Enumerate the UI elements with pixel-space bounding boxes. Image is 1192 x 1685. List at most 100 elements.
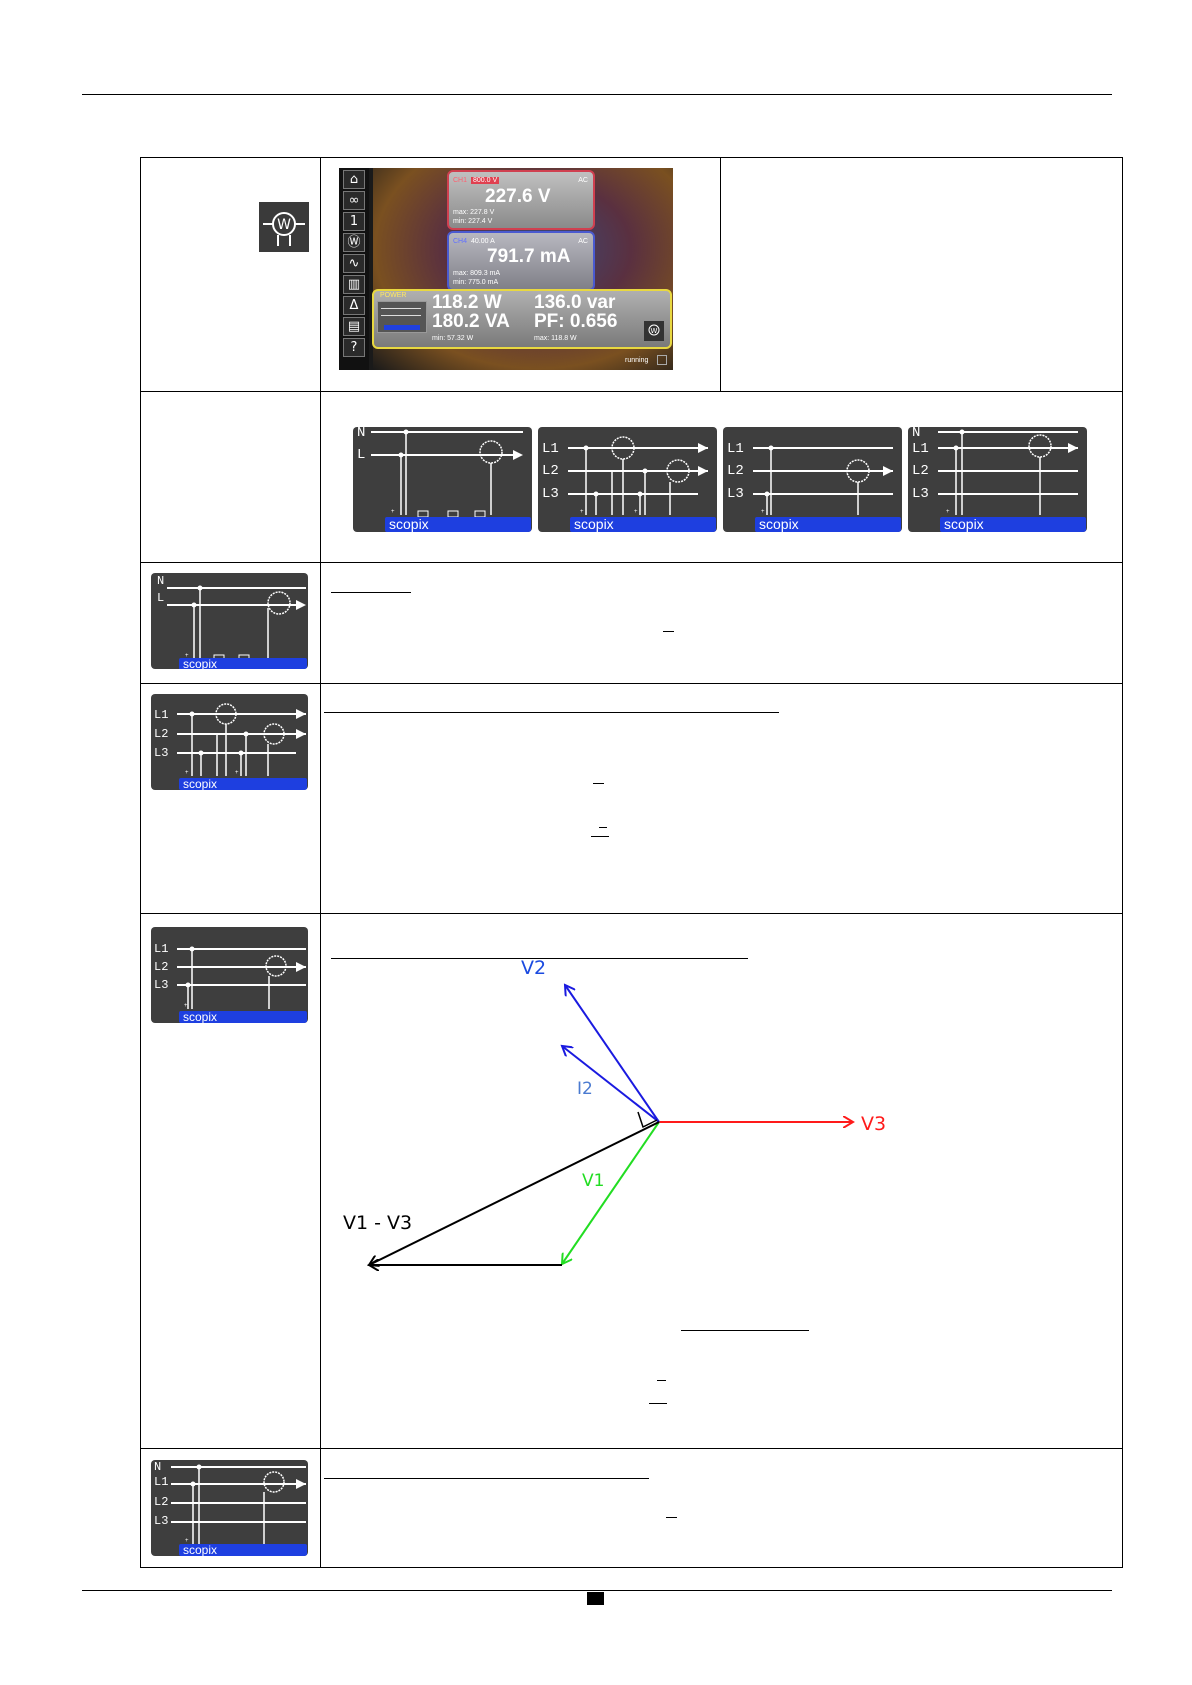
row2-empty-cell	[140, 391, 321, 563]
svg-text:W: W	[277, 217, 291, 233]
label-l3: L3	[154, 978, 169, 992]
scopix-badge: scopix	[570, 517, 716, 532]
recorder-icon[interactable]: ∞	[343, 191, 365, 210]
scopix-badge: scopix	[755, 517, 901, 532]
row4-icon-cell: + + L1 L2 L3 scopix	[140, 683, 321, 914]
harmonics-icon[interactable]: ▥	[343, 275, 365, 294]
label-l2: L2	[154, 960, 169, 974]
status-running: running	[625, 357, 649, 364]
svg-text:+: +	[761, 509, 765, 515]
right-angle-mark	[637, 1111, 658, 1129]
row1-screenshot-cell: ⌂ ∞ 1 Ⓦ ∿ ▥ Δ ▤ ? CH1 800.0 V AC 227.6 V…	[320, 157, 721, 392]
ch4-coupling: AC	[578, 238, 588, 245]
power-mode-icon[interactable]: W	[259, 202, 309, 252]
v3-label: V3	[861, 1113, 886, 1135]
ch1-coupling: AC	[578, 177, 588, 184]
heading-underline	[324, 1478, 649, 1479]
channel1-panel[interactable]: CH1 800.0 V AC 227.6 V max: 227.8 V min:…	[447, 170, 595, 230]
power-min: min: 57.32 W	[432, 335, 474, 342]
label-l: L	[157, 591, 165, 605]
power-w-icon[interactable]: W	[644, 321, 664, 341]
scopix-badge: scopix	[179, 778, 307, 790]
device-sidebar: ⌂ ∞ 1 Ⓦ ∿ ▥ Δ ▤ ?	[339, 168, 369, 370]
label-l2: L2	[542, 463, 559, 479]
v2-label: V2	[521, 957, 546, 979]
svg-text:+: +	[580, 509, 584, 515]
ch1-range: 800.0 V	[471, 177, 500, 184]
footer-rule	[82, 1590, 1112, 1591]
v1-minus-v3-label: V1 - V3	[343, 1212, 412, 1234]
formula-bar	[649, 1403, 667, 1404]
file-icon[interactable]: ▤	[343, 317, 365, 336]
i2-label: I2	[577, 1079, 593, 1099]
formula-underline	[681, 1330, 809, 1331]
power-factor: PF: 0.656	[534, 311, 618, 332]
label-n: N	[157, 574, 165, 588]
row5-text-cell: V2 I2 V3 V1 V1 - V3	[320, 913, 1123, 1449]
row1-text-cell	[720, 157, 1123, 392]
device-screenshot: ⌂ ∞ 1 Ⓦ ∿ ▥ Δ ▤ ? CH1 800.0 V AC 227.6 V…	[339, 168, 673, 370]
ch4-max: max: 809.3 mA	[453, 270, 501, 277]
svg-text:W: W	[651, 327, 658, 335]
channel4-panel[interactable]: CH4 40.00 A AC 791.7 mA max: 809.3 mA mi…	[447, 231, 595, 291]
delta-icon[interactable]: Δ	[343, 296, 365, 315]
ch1-value: 227.6 V	[485, 186, 551, 207]
label-l2: L2	[154, 1495, 169, 1509]
label-l1: L1	[912, 441, 929, 457]
v1-vector	[562, 1121, 660, 1264]
ch4-range: 40.00 A	[471, 238, 495, 245]
wiring-three-phase-3wire-small: + + L1 L2 L3 scopix	[151, 694, 308, 790]
waveform-icon[interactable]: ∿	[343, 254, 365, 273]
scopix-badge: scopix	[179, 1544, 307, 1556]
label-l1: L1	[542, 441, 559, 457]
label-l2: L2	[154, 727, 169, 741]
help-icon[interactable]: ?	[343, 338, 365, 357]
phasor-diagram: V2 I2 V3 V1 V1 - V3	[343, 957, 886, 1449]
home-icon[interactable]: ⌂	[343, 170, 365, 189]
formula-bar	[663, 631, 674, 632]
row6-icon-cell: + N L1 L2 L3 scopix	[140, 1448, 321, 1568]
label-n: N	[357, 427, 366, 441]
v1-minus-v3-vector	[369, 1121, 660, 1265]
row2-wiring-cell: + N L scopix	[320, 391, 1123, 563]
power-reactive: 136.0 var	[534, 292, 616, 313]
i2-vector	[562, 1046, 660, 1123]
wiring-three-phase-balanced-small: + L1 L2 L3 scopix	[151, 927, 308, 1023]
heading-underline	[331, 958, 748, 959]
row1-icon-cell: W	[140, 157, 321, 392]
ch4-label: CH4	[453, 238, 468, 245]
label-l2: L2	[912, 463, 929, 479]
label-l1: L1	[154, 942, 169, 956]
row3-icon-cell: + N L scopix	[140, 562, 321, 684]
label-l3: L3	[542, 486, 559, 502]
power-active: 118.2 W	[432, 292, 502, 313]
wiring-three-phase-balanced: + L1 L2 L3 scopix	[723, 427, 902, 532]
formula-bar	[593, 783, 604, 784]
v2-vector	[565, 985, 660, 1123]
svg-text:+: +	[185, 1538, 189, 1544]
label-n: N	[154, 1460, 162, 1474]
formula-bar	[657, 1380, 666, 1381]
svg-text:+: +	[185, 653, 189, 659]
row5-icon-cell: + L1 L2 L3 scopix	[140, 913, 321, 1449]
scopix-badge: scopix	[179, 658, 307, 669]
label-l3: L3	[727, 486, 744, 502]
header-rule	[82, 94, 1112, 95]
power-table: W ⌂ ∞ 1 Ⓦ ∿ ▥ Δ ▤ ? C	[140, 157, 1123, 1568]
label-l1: L1	[727, 441, 744, 457]
formula-bar	[599, 827, 607, 828]
meter-one-icon[interactable]: 1	[343, 212, 365, 231]
ch1-max: max: 227.8 V	[453, 209, 495, 216]
power-apparent: 180.2 VA	[432, 311, 510, 332]
heading-underline	[324, 712, 779, 713]
formula-bar	[591, 836, 609, 837]
wiring-three-phase-4wire-small: + N L1 L2 L3 scopix	[151, 1460, 308, 1556]
row4-text-cell	[320, 683, 1123, 914]
power-icon[interactable]: Ⓦ	[343, 233, 365, 252]
label-n: N	[912, 427, 921, 441]
power-panel[interactable]: POWER 118.2 W 180.2 VA 136.0 var PF: 0.6…	[372, 289, 672, 349]
label-l1: L1	[154, 1475, 169, 1489]
label-l3: L3	[154, 1514, 169, 1528]
scopix-badge: scopix	[385, 517, 531, 532]
label-l3: L3	[912, 486, 929, 502]
